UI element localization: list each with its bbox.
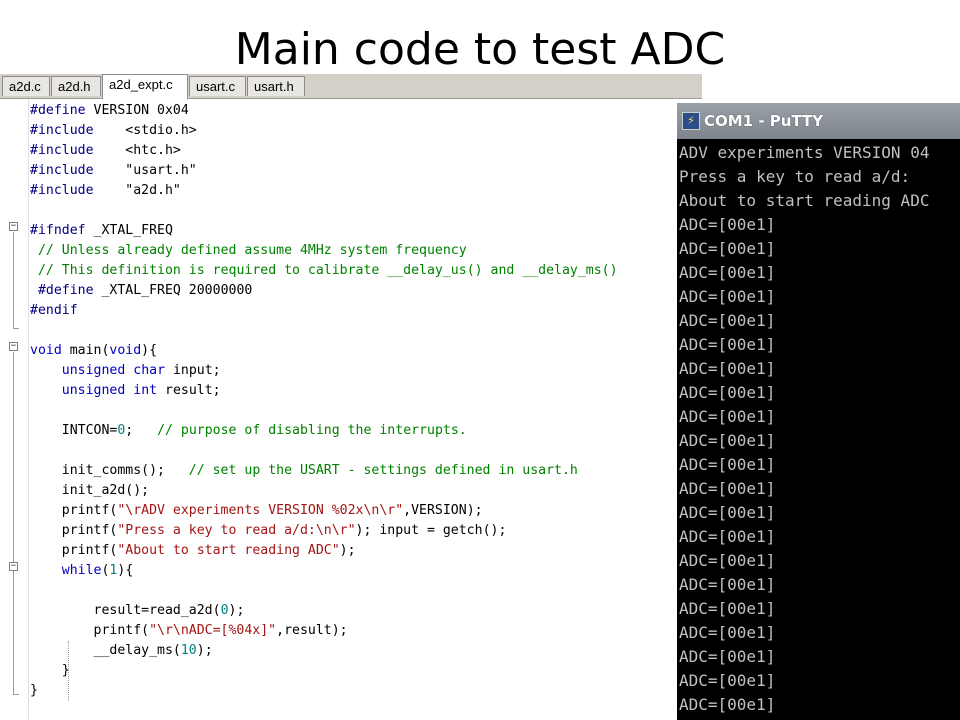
tab-a2d-c[interactable]: a2d.c xyxy=(2,76,50,96)
code-line: while(1){ xyxy=(61,563,134,578)
terminal-line: ADC=[00e1] xyxy=(679,239,776,258)
code-line: // Unless already defined assume 4MHz sy… xyxy=(37,243,467,258)
terminal-line: ADC=[00e1] xyxy=(679,623,776,642)
fold-guide xyxy=(13,232,14,328)
terminal-line: ADC=[00e1] xyxy=(679,263,776,282)
code-line: #include "usart.h" xyxy=(30,163,197,178)
code-line: void main(void){ xyxy=(30,343,158,358)
code-line: printf("\rADV experiments VERSION %02x\n… xyxy=(30,503,483,518)
terminal-line: ADC=[00e1] xyxy=(679,527,776,546)
code-line: printf("About to start reading ADC"); xyxy=(30,543,356,558)
terminal-line: ADC=[00e1] xyxy=(679,695,776,714)
file-tab-bar: a2d.c a2d.h a2d_expt.c usart.c usart.h xyxy=(0,74,702,99)
indent-guide xyxy=(68,641,70,701)
fold-guide-end xyxy=(13,694,19,695)
code-line: #include <htc.h> xyxy=(30,143,181,158)
putty-window-title: COM1 - PuTTY xyxy=(704,112,824,130)
putty-icon: ⚡ xyxy=(682,112,700,130)
fold-guide xyxy=(13,352,14,694)
terminal-line: ADC=[00e1] xyxy=(679,431,776,450)
fold-toggle-icon[interactable]: − xyxy=(9,221,18,231)
terminal-line: ADC=[00e1] xyxy=(679,407,776,426)
tab-a2d-expt-c[interactable]: a2d_expt.c xyxy=(102,74,188,99)
tab-usart-h[interactable]: usart.h xyxy=(247,76,305,96)
fold-guide-end xyxy=(13,328,19,329)
tab-usart-c[interactable]: usart.c xyxy=(189,76,246,96)
code-line: unsigned int result; xyxy=(61,383,221,398)
putty-title-bar[interactable]: ⚡ COM1 - PuTTY xyxy=(677,103,960,139)
terminal-line: ADC=[00e1] xyxy=(679,383,776,402)
terminal-line: ADC=[00e1] xyxy=(679,575,776,594)
fold-toggle-icon[interactable]: − xyxy=(9,561,18,571)
terminal-line: ADC=[00e1] xyxy=(679,455,776,474)
tab-a2d-h[interactable]: a2d.h xyxy=(51,76,101,96)
terminal-line: ADC=[00e1] xyxy=(679,359,776,378)
fold-toggle-icon[interactable]: − xyxy=(9,341,18,351)
code-line: #include <stdio.h> xyxy=(30,123,197,138)
code-line: unsigned char input; xyxy=(61,363,221,378)
terminal-line: ADC=[00e1] xyxy=(679,671,776,690)
slide-title: Main code to test ADC xyxy=(234,24,726,75)
code-line: #define VERSION 0x04 xyxy=(30,103,189,118)
terminal-line: ADC=[00e1] xyxy=(679,647,776,666)
code-line: __delay_ms(10); xyxy=(30,643,213,658)
code-line: result=read_a2d(0); xyxy=(30,603,245,618)
code-line: INTCON=0; // purpose of disabling the in… xyxy=(30,423,467,438)
terminal-line: ADC=[00e1] xyxy=(679,479,776,498)
code-line: init_comms(); // set up the USART - sett… xyxy=(30,463,578,478)
editor-gutter: − − − xyxy=(0,99,29,720)
terminal-line: ADC=[00e1] xyxy=(679,287,776,306)
terminal-line: About to start reading ADC xyxy=(679,191,930,210)
terminal-line: ADC=[00e1] xyxy=(679,335,776,354)
terminal-line: ADC=[00e1] xyxy=(679,599,776,618)
code-line: #ifndef _XTAL_FREQ xyxy=(30,223,173,238)
code-line: #include "a2d.h" xyxy=(30,183,181,198)
terminal-line: Press a key to read a/d: xyxy=(679,167,911,186)
terminal-line: ADC=[00e1] xyxy=(679,311,776,330)
code-line: // This definition is required to calibr… xyxy=(37,263,618,278)
code-line: printf("Press a key to read a/d:\n\r"); … xyxy=(30,523,507,538)
code-line: #endif xyxy=(30,303,78,318)
code-line: #define _XTAL_FREQ 20000000 xyxy=(30,283,253,298)
code-line: init_a2d(); xyxy=(30,483,150,498)
code-editor: a2d.c a2d.h a2d_expt.c usart.c usart.h −… xyxy=(0,74,702,720)
terminal-line: ADC=[00e1] xyxy=(679,551,776,570)
code-line: } xyxy=(30,663,70,678)
code-line: printf("\r\nADC=[%04x]",result); xyxy=(30,623,348,638)
terminal-line: ADC=[00e1] xyxy=(679,503,776,522)
terminal-line: ADV experiments VERSION 04 xyxy=(679,143,930,162)
code-line: } xyxy=(30,683,38,698)
terminal-line: ADC=[00e1] xyxy=(679,215,776,234)
putty-terminal-window: ⚡ COM1 - PuTTY ADV experiments VERSION 0… xyxy=(677,103,960,720)
